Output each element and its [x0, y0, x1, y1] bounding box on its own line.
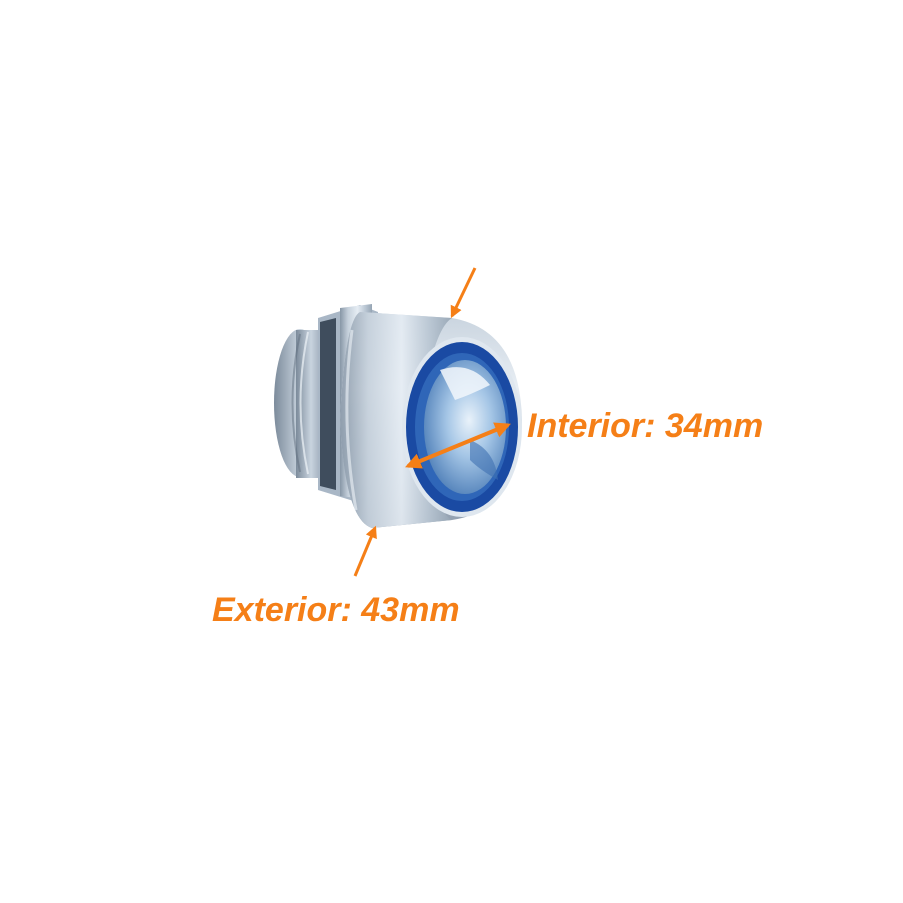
interior-dimension-label: Interior: 34mm [527, 407, 764, 445]
dimension-arrows [353, 267, 511, 577]
interior-arrow [405, 422, 511, 469]
exterior-arrow-top [450, 267, 477, 319]
exterior-dimension-label: Exterior: 43mm [212, 591, 460, 629]
exterior-arrow-bottom [353, 525, 377, 577]
